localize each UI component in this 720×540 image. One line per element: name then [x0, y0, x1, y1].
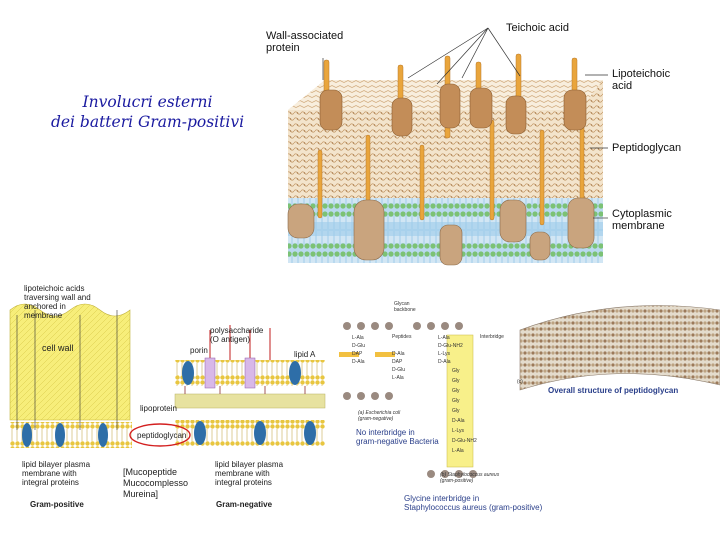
overall-structure-caption: Overall structure of peptidoglycan — [548, 386, 679, 395]
peptides-label: Peptides — [392, 334, 412, 340]
peptide-column-c: L-Ala D-Glu-NH2 L-Lys D-Ala — [438, 335, 463, 365]
panel-c-marker: (c) — [517, 379, 523, 385]
peptide-column-a: L-Ala D-Glu DAP D-Ala — [352, 335, 366, 365]
lipid-a-label: lipid A — [294, 350, 316, 359]
cytoplasmic-membrane-label: Cytoplasmic membrane — [612, 208, 672, 232]
peptidoglycan-label: Peptidoglycan — [612, 142, 682, 154]
lipoprotein-label: lipoprotein — [140, 404, 177, 413]
interbridge-label: Interbridge — [480, 334, 504, 340]
slide-title-line-1: Involucri esterni — [82, 93, 213, 111]
gp-lipid-bilayer-label: lipid bilayer plasma membrane with integ… — [22, 460, 91, 487]
glycine-interbridge-note: Glycine interbridge in Staphylococcus au… — [404, 494, 543, 512]
cell-wall-label: cell wall — [42, 343, 74, 353]
peptidoglycan-sheet-illustration — [519, 305, 720, 391]
gram-positive-caption: Gram-positive — [30, 500, 84, 509]
lipoteichoic-acid-label: Lipoteichoic acid — [612, 68, 671, 92]
glycan-backbone-label: Glycan backbone — [394, 301, 416, 313]
gn-lipid-bilayer-label: lipid bilayer plasma membrane with integ… — [215, 460, 284, 487]
teichoic-acid-label: Teichoic acid — [506, 22, 569, 34]
peptide-column-b: D-Ala DAP D-Glu L-Ala — [392, 351, 406, 381]
peptidoglycan-circled-label: peptidoglycan — [137, 431, 187, 440]
gram-negative-caption: Gram-negative — [216, 500, 273, 509]
porin-label: porin — [190, 346, 208, 355]
gram-positive-wall-illustration — [287, 53, 603, 266]
glycine-interbridge-column: Gly Gly Gly Gly Gly D-Ala L-Lys D-Glu-NH… — [452, 368, 477, 454]
polysaccharide-label: polysaccharide (O antigen) — [210, 326, 264, 344]
slide-title-line-2: dei batteri Gram-positivi — [50, 113, 245, 131]
slide-title: Involucri esterni dei batteri Gram-posit… — [20, 92, 275, 132]
lipoteichoic-traversing-label: lipoteichoic acids traversing wall and a… — [24, 284, 91, 320]
staph-caption: (b) Staphylococcus aureus (gram-positive… — [440, 472, 500, 484]
wall-protein-label: Wall-associated protein — [266, 30, 344, 54]
gram-comparison-illustration — [9, 303, 326, 448]
mucopeptide-note: [Mucopeptide Mucocomplesso Mureina] — [123, 467, 189, 499]
peptidoglycan-crosslink-illustration — [339, 322, 477, 478]
ecoli-caption: (a) Escherichia coli (gram-negative) — [358, 410, 401, 422]
no-interbridge-note: No interbridge in gram-negative Bacteria — [356, 428, 439, 446]
